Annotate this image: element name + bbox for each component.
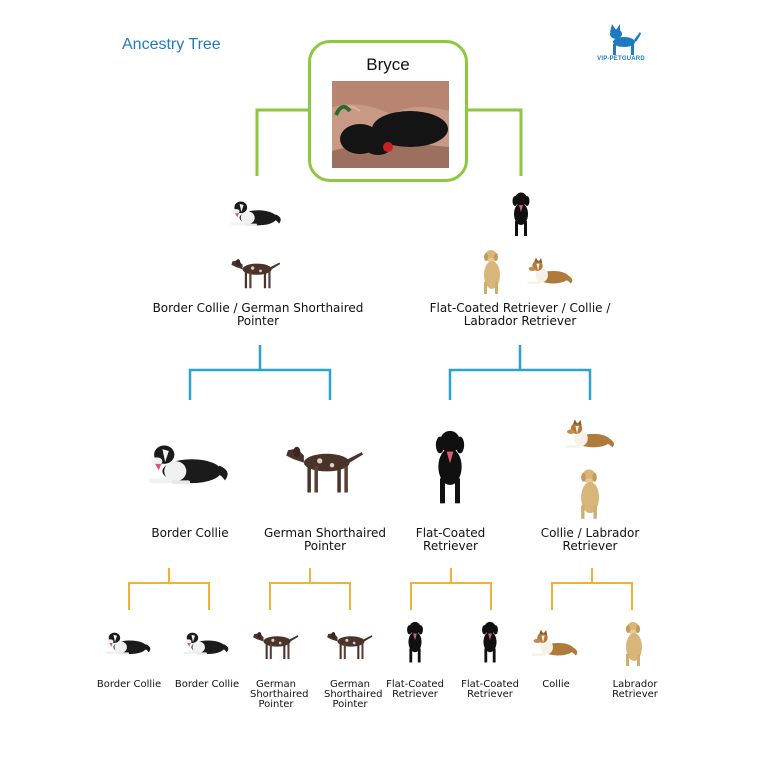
connector-root-left — [255, 108, 308, 176]
level3-label-6: Flat-Coated Retriever — [461, 679, 519, 700]
level3-node-5[interactable]: Flat-Coated Retriever — [380, 614, 450, 704]
collie-icon — [529, 624, 581, 664]
connector-l1-left-bar — [188, 368, 332, 400]
level2-label-3: Flat-Coated Retriever — [415, 526, 486, 553]
level2-node-4[interactable]: Collie / Labrador Retriever — [512, 415, 668, 553]
level2-node-1[interactable]: Border Collie — [119, 415, 261, 545]
german-shorthaired-pointer-icon — [281, 431, 369, 503]
collie-icon — [562, 415, 618, 455]
level3-label-8: Labrador Retriever — [612, 679, 658, 700]
level1-connectors — [255, 108, 523, 176]
brand-logo: VIP-PETGUARD — [586, 22, 656, 72]
labrador-retriever-icon — [618, 616, 648, 670]
level2-label-2: German Shorthaired Pointer — [263, 526, 387, 553]
level1-label-left: Border Collie / German Shorthaired Point… — [152, 301, 364, 328]
connector-l2-1-bar — [128, 582, 210, 610]
level3-node-6[interactable]: Flat-Coated Retriever — [455, 614, 525, 704]
connector-l1-right-bar — [448, 368, 592, 400]
level3-label-4: German Shorthaired Pointer — [324, 679, 383, 710]
border-collie-icon — [181, 620, 233, 664]
level2-connectors — [188, 345, 592, 400]
border-collie-icon — [103, 620, 155, 664]
flat-coated-retriever-icon — [401, 614, 429, 668]
collie-icon — [524, 252, 576, 292]
flat-coated-retriever-icon — [476, 614, 504, 668]
level3-node-1[interactable]: Border Collie — [94, 620, 164, 700]
border-collie-icon — [228, 188, 286, 236]
labrador-retriever-icon — [572, 465, 606, 521]
flat-coated-retriever-icon — [506, 183, 536, 243]
level3-node-8[interactable]: Labrador Retriever — [600, 614, 670, 704]
level3-connectors — [128, 568, 633, 610]
level3-node-2[interactable]: Border Collie — [172, 620, 242, 700]
level3-label-2: Border Collie — [174, 679, 240, 690]
connector-l2-2-bar — [269, 582, 351, 610]
level1-label-right: Flat-Coated Retriever / Collie / Labrado… — [429, 301, 611, 328]
connector-l2-4-bar — [551, 582, 633, 610]
level3-label-3: German Shorthaired Pointer — [250, 679, 309, 710]
level1-node-right[interactable]: Flat-Coated Retriever / Collie / Labrado… — [410, 180, 630, 330]
level3-node-4[interactable]: German Shorthaired Pointer — [314, 620, 386, 715]
level2-label-4: Collie / Labrador Retriever — [540, 526, 640, 553]
german-shorthaired-pointer-icon — [324, 622, 376, 666]
root-dog-name: Bryce — [366, 55, 410, 74]
level2-label-1: Border Collie — [151, 526, 229, 540]
root-node[interactable]: Bryce — [308, 40, 468, 182]
level3-node-3[interactable]: German Shorthaired Pointer — [240, 620, 312, 715]
level3-label-7: Collie — [542, 679, 570, 690]
page-title: Ancestry Tree — [122, 36, 221, 53]
black-dog-photo-icon — [332, 81, 449, 168]
dog-logo-icon — [610, 24, 641, 55]
german-shorthaired-pointer-icon — [228, 250, 284, 294]
flat-coated-retriever-icon — [425, 417, 475, 513]
level3-label-1: Border Collie — [96, 679, 162, 690]
border-collie-icon — [144, 423, 236, 501]
level2-node-3[interactable]: Flat-Coated Retriever — [389, 415, 512, 553]
level2-node-2[interactable]: German Shorthaired Pointer — [261, 415, 389, 555]
connector-l2-3-bar — [410, 582, 492, 610]
level1-node-left[interactable]: Border Collie / German Shorthaired Point… — [140, 180, 376, 330]
connector-root-right — [468, 108, 523, 176]
brand-name: VIP-PETGUARD — [597, 56, 645, 62]
level3-node-7[interactable]: Collie — [521, 620, 591, 700]
german-shorthaired-pointer-icon — [250, 622, 302, 666]
labrador-retriever-icon — [476, 244, 506, 298]
level3-label-5: Flat-Coated Retriever — [386, 679, 444, 700]
